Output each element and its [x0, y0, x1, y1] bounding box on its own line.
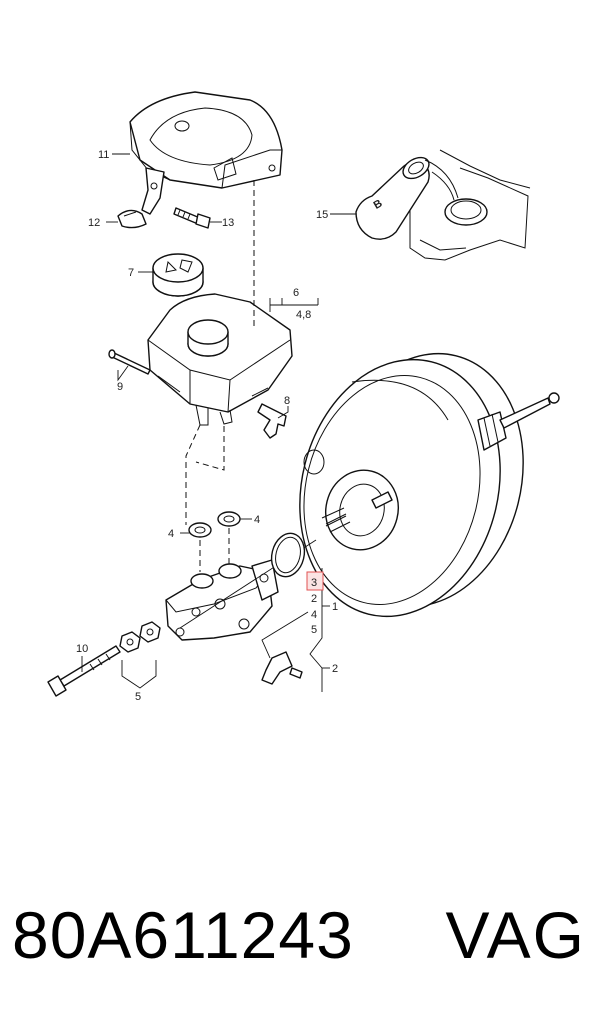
leader-lines	[81, 153, 356, 692]
brand-name: VAG	[445, 898, 586, 972]
bolt-part-10	[47, 645, 121, 697]
callout-4-8: 4,8	[296, 309, 311, 321]
guide-grommet-to-cylinder	[199, 528, 230, 572]
bracket-part-2	[261, 651, 303, 685]
part-number: 80A611243	[12, 898, 354, 972]
callout-5-bottom: 5	[135, 691, 141, 703]
bolt-part-13	[173, 207, 211, 229]
exploded-parts-diagram: B	[47, 91, 560, 703]
inset-cap-detail: B	[355, 149, 531, 261]
nuts-part-5	[119, 621, 161, 653]
master-cylinder	[165, 539, 317, 641]
callout-8: 8	[284, 395, 290, 407]
callout-6: 6	[293, 287, 299, 299]
callout-2-upper: 2	[311, 593, 317, 605]
pin-part-9	[108, 349, 151, 375]
callout-5-right: 5	[311, 624, 317, 636]
callout-11: 11	[98, 149, 109, 161]
callout-4-lower: 4	[311, 609, 317, 621]
footer: 80A611243 VAG	[0, 880, 600, 990]
callout-3: 3	[311, 577, 317, 589]
reservoir-cap	[152, 253, 204, 297]
guide-reservoir-to-grommets-2	[195, 426, 225, 471]
callout-7: 7	[128, 267, 134, 279]
reservoir-cover	[129, 91, 283, 189]
callout-15: 15	[316, 209, 328, 221]
callout-12: 12	[88, 217, 100, 229]
callout-4-left: 4	[168, 528, 174, 540]
callout-4-right: 4	[254, 514, 260, 526]
guide-reservoir-to-grommets	[185, 424, 201, 525]
sensor-part-8	[257, 403, 287, 439]
brake-booster	[299, 352, 560, 618]
callout-9: 9	[117, 381, 123, 393]
callout-highlight	[306, 571, 324, 591]
callout-10: 10	[76, 643, 88, 655]
callout-2-lower: 2	[332, 663, 338, 675]
fluid-reservoir	[147, 293, 293, 426]
grommets-part-4	[188, 511, 241, 538]
callout-1: 1	[332, 601, 338, 613]
callout-13: 13	[222, 217, 234, 229]
cover-bracket	[141, 167, 165, 215]
o-ring-part-3	[270, 532, 306, 578]
clip-part-12	[117, 209, 147, 229]
